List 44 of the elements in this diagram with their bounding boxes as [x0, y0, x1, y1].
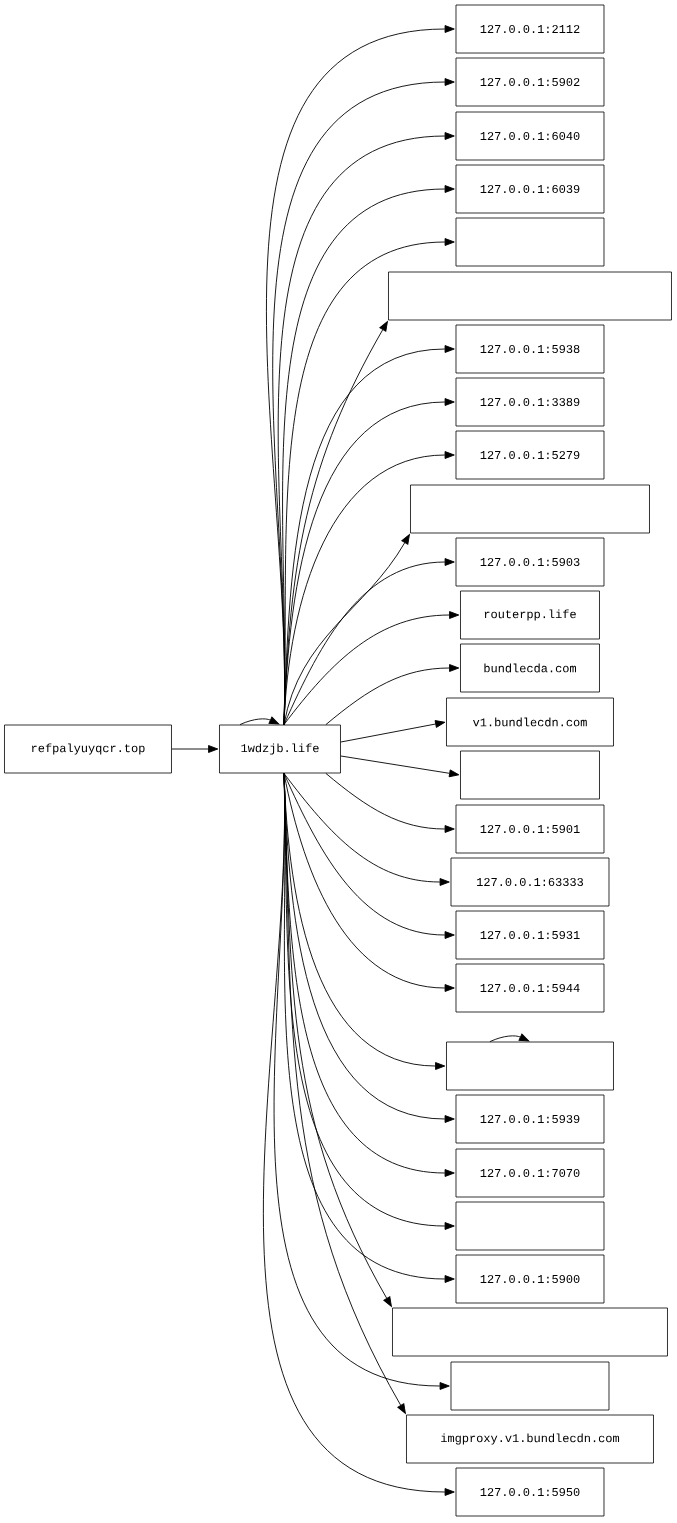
empty-box	[392, 1307, 668, 1357]
arrow	[283, 611, 460, 726]
empty-box	[388, 271, 672, 321]
domain-box: 127.0.0.1:5900	[455, 1254, 605, 1304]
domain-box: 127.0.0.1:6039	[455, 164, 605, 214]
domain-box: 127.0.0.1:5279	[455, 430, 605, 480]
arrow	[283, 558, 455, 726]
domain-box: 127.0.0.1:5901	[455, 804, 605, 854]
arrow	[340, 755, 460, 778]
domain-box: refpalyuyqcr.top	[4, 724, 172, 774]
empty-box	[446, 1041, 614, 1091]
empty-box	[450, 1361, 610, 1411]
domain-box: 127.0.0.1:5950	[455, 1467, 605, 1517]
domain-box: 127.0.0.1:5939	[455, 1094, 605, 1144]
arrow	[325, 664, 460, 726]
domain-box: 127.0.0.1:5902	[455, 57, 605, 107]
arrow	[283, 772, 450, 886]
arrow	[283, 451, 455, 726]
arrow	[283, 772, 455, 939]
domain-box: 127.0.0.1:5903	[455, 537, 605, 587]
arrow	[263, 772, 455, 1496]
arrow	[239, 716, 280, 726]
domain-box: routerpp.life	[460, 590, 600, 640]
domain-box: 1wdzjb.life	[219, 724, 341, 774]
domain-box: 127.0.0.1:2112	[455, 4, 605, 54]
domain-box: imgproxy.v1.bundlecdn.com	[406, 1414, 654, 1464]
empty-box	[460, 750, 600, 800]
empty-box	[410, 484, 650, 534]
arrow	[489, 1033, 530, 1043]
domain-box: 127.0.0.1:7070	[455, 1148, 605, 1198]
domain-box: 127.0.0.1:3389	[455, 377, 605, 427]
arrow	[283, 534, 410, 726]
empty-box	[455, 1201, 605, 1251]
domain-box: 127.0.0.1:5938	[455, 324, 605, 374]
domain-box: 127.0.0.1:63333	[450, 857, 610, 907]
arrow	[340, 720, 446, 743]
domain-box: 127.0.0.1:6040	[455, 111, 605, 161]
empty-box	[455, 217, 605, 267]
arrow	[171, 745, 219, 753]
domain-box: bundlecda.com	[460, 643, 600, 693]
domain-box: 127.0.0.1:5944	[455, 963, 605, 1013]
domain-box: v1.bundlecdn.com	[446, 697, 614, 747]
domain-box: 127.0.0.1:5931	[455, 910, 605, 960]
arrow	[325, 772, 455, 833]
